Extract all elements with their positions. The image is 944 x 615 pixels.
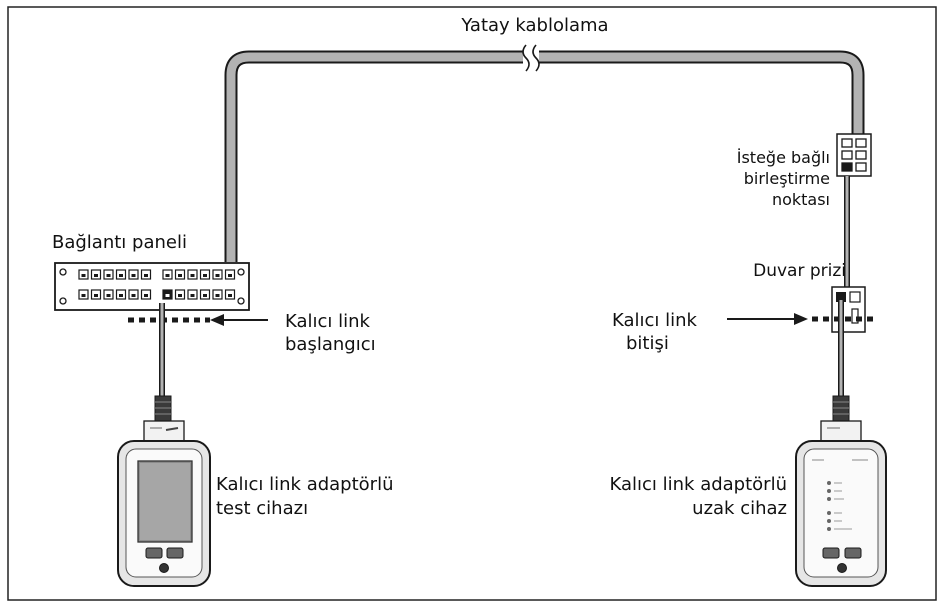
patch-panel-port-latch xyxy=(94,294,98,297)
link-start-label-line1: Kalıcı link xyxy=(285,311,371,332)
link-end-label-line1: Kalıcı link xyxy=(612,310,698,331)
link-start-arrow xyxy=(210,314,268,326)
patch-panel-port-latch xyxy=(94,274,98,277)
patch-panel-port-latch xyxy=(131,294,136,297)
wall-outlet xyxy=(831,286,866,333)
wall-outlet-label: Duvar prizi xyxy=(753,261,846,281)
consolidation-label-line1: İsteğe bağlı xyxy=(737,148,830,167)
remote-device xyxy=(795,395,887,587)
patch-panel-port-latch xyxy=(106,274,111,277)
remote-label-line1: Kalıcı link adaptörlü xyxy=(610,474,788,495)
patch-panel-port-latch xyxy=(178,274,182,277)
link-end-arrow xyxy=(727,313,808,325)
patch-panel-port-latch xyxy=(215,274,220,277)
horizontal-cabling-label: Yatay kablolama xyxy=(460,15,608,36)
patch-panel-label: Bağlantı paneli xyxy=(52,232,187,253)
patch-panel-port-latch xyxy=(203,274,207,277)
patch-panel-port-latch xyxy=(81,294,86,297)
patch-panel-port-latch xyxy=(165,274,170,277)
patch-panel-port-latch xyxy=(165,294,170,297)
main-tester-label-line2: test cihazı xyxy=(216,498,308,519)
main-tester-label-line1: Kalıcı link adaptörlü xyxy=(216,474,394,495)
patch-panel-port-latch xyxy=(144,274,148,277)
consolidation-label-line2: birleştirme xyxy=(744,169,830,188)
patch-panel xyxy=(54,262,250,311)
main-tester-device xyxy=(117,395,211,587)
remote-label-line2: uzak cihaz xyxy=(692,498,787,519)
patch-panel-port-latch xyxy=(228,274,232,277)
patch-panel-port-latch xyxy=(119,294,123,297)
patch-panel-port-latch xyxy=(119,274,123,277)
patch-panel-port-latch xyxy=(190,274,195,277)
horizontal-cable xyxy=(224,44,865,262)
patch-panel-port-latch xyxy=(178,294,182,297)
patch-panel-port-latch xyxy=(131,274,136,277)
patch-panel-port-latch xyxy=(81,274,86,277)
patch-panel-port-latch xyxy=(228,294,232,297)
patch-panel-port-latch xyxy=(203,294,207,297)
patch-panel-port-latch xyxy=(106,294,111,297)
patch-panel-port-latch xyxy=(190,294,195,297)
link-start-label-line2: başlangıcı xyxy=(285,334,376,355)
patch-panel-port-latch xyxy=(215,294,220,297)
patch-panel-port-latch xyxy=(144,294,148,297)
consolidation-point xyxy=(836,133,872,177)
consolidation-label-line3: noktası xyxy=(772,190,830,209)
link-end-label-line2: bitişi xyxy=(626,333,669,354)
